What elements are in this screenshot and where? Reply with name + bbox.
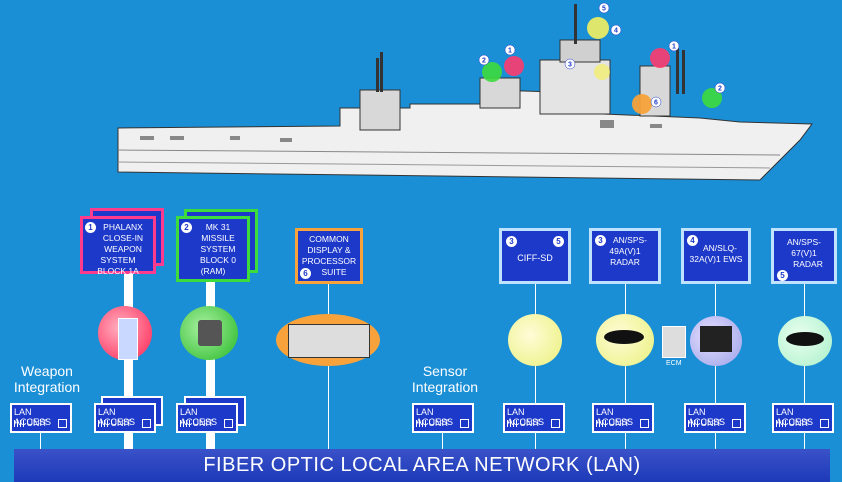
lan-access-unit: LAN ACCESS UNIT — [10, 403, 72, 433]
ciff-link — [535, 284, 536, 449]
lan-access-unit: LAN ACCESS UNIT — [503, 403, 565, 433]
weapon-integration-line-2: Integration — [13, 379, 81, 395]
phalanx-line-1: PHALANX — [103, 222, 143, 232]
slq32-box: 4 AN/SLQ- 32A(V)1 EWS — [681, 228, 751, 284]
mk31-system-box: 2 MK 31 MISSILE SYSTEM BLOCK 0 (RAM) — [176, 216, 250, 282]
display-link — [328, 284, 329, 449]
ecm-label: ECM — [666, 360, 682, 367]
ews-console-icon — [700, 326, 732, 352]
phalanx-line-3: WEAPON — [104, 244, 142, 254]
phalanx-lines: PHALANX CLOSE-IN WEAPON — [83, 222, 153, 255]
mk31-lines: MK 31 MISSILE SYSTEM BLOCK 0 — [179, 222, 247, 266]
phalanx-line-4: SYSTEM — [100, 255, 136, 265]
display-line-1: COMMON — [309, 234, 349, 244]
radar-antenna-icon-2 — [786, 332, 824, 346]
display-suite-box: COMMON DISPLAY & PROCESSOR SUITE 6 — [295, 228, 363, 284]
weapon-integration-line-1: Weapon — [21, 363, 73, 379]
sps49-box: 3 AN/SPS- 49A(V)1 RADAR — [589, 228, 661, 284]
display-line-3: PROCESSOR — [301, 256, 357, 266]
ecm-icon — [662, 326, 686, 358]
phalanx-link — [124, 274, 133, 449]
ciff-number-1: 3 — [506, 236, 517, 247]
sps49-line-1: AN/SPS- — [612, 235, 647, 245]
ciff-sd-box: 3 5 CIFF-SD — [499, 228, 571, 284]
ship-marker-2: 2 — [482, 58, 486, 65]
sps67-number: 5 — [777, 270, 788, 281]
mk31-launcher-icon — [198, 320, 222, 346]
mk31-line-2: MISSILE — [201, 233, 235, 243]
mk31-number: 2 — [181, 222, 192, 233]
sensor-integration-label: Sensor Integration — [400, 363, 490, 395]
phalanx-number: 1 — [85, 222, 96, 233]
display-line-4-row: SUITE — [298, 267, 360, 278]
slq32-number: 4 — [687, 235, 698, 246]
sensor-integration-line-1: Sensor — [422, 363, 468, 379]
lan-access-unit: LAN ACCESS UNIT — [592, 403, 654, 433]
phalanx-system-box: 1 PHALANX CLOSE-IN WEAPON SYSTEM BLOCK 1… — [80, 216, 156, 276]
slq32-link — [715, 284, 716, 449]
sps67-line-3: RADAR — [793, 259, 823, 269]
weapon-integration-label: Weapon Integration — [4, 363, 90, 395]
ship-marker-8: 2 — [718, 86, 722, 93]
display-line-2: DISPLAY & — [307, 245, 351, 255]
lan-access-unit: LAN ACCESS UNIT — [94, 403, 156, 433]
mk31-line-4: BLOCK 0 — [200, 255, 236, 265]
ship-marker-4: 4 — [614, 28, 618, 35]
sps67-line-1: AN/SPS- — [786, 237, 821, 247]
sps67-box: AN/SPS- 67(V)1 RADAR 5 — [771, 228, 837, 284]
sps67-line-2: 67(V)1 — [791, 248, 817, 258]
fiber-optic-lan-bar: FIBER OPTIC LOCAL AREA NETWORK (LAN) — [14, 449, 830, 482]
phalanx-line-2: CLOSE-IN — [102, 233, 144, 243]
mk31-line-1: MK 31 — [205, 222, 231, 232]
lan-drop — [40, 433, 41, 449]
ciff-ball — [508, 314, 562, 366]
lan-access-unit: LAN ACCESS UNIT — [772, 403, 834, 433]
slq32-line-1: AN/SLQ- — [702, 243, 737, 253]
lan-access-unit: LAN ACCESS UNIT — [176, 403, 238, 433]
mk31-line-3: SYSTEM — [200, 244, 236, 254]
ship-marker-5: 5 — [602, 6, 606, 13]
sps49-link — [625, 284, 626, 449]
phalanx-line-5: BLOCK 1A — [97, 266, 139, 276]
mk31-line-5: (RAM) — [200, 266, 226, 276]
lan-drop — [442, 433, 443, 449]
ship-marker-7: 1 — [672, 44, 676, 51]
sps49-line-2: 49A(V)1 — [609, 246, 641, 256]
sps49-line-3: RADAR — [610, 257, 640, 267]
sps67-link — [804, 284, 805, 449]
mk31-link — [206, 282, 215, 449]
slq32-line-2: 32A(V)1 EWS — [689, 254, 743, 264]
phalanx-gun-icon — [118, 318, 138, 360]
sensor-integration-line-2: Integration — [411, 379, 479, 395]
display-line-4: SUITE — [321, 267, 347, 277]
ship-marker-3: 3 — [568, 62, 572, 69]
ship-marker-ball — [587, 17, 609, 39]
radar-antenna-icon — [604, 330, 644, 344]
ship-marker-6: 6 — [654, 100, 658, 107]
console-icon — [288, 324, 370, 358]
ship-marker-1: 1 — [508, 48, 512, 55]
frigate-illustration: 1 2 3 4 5 6 1 2 — [117, 2, 813, 181]
lan-access-unit: LAN ACCESS UNIT — [412, 403, 474, 433]
ciff-label: CIFF-SD — [517, 253, 553, 263]
display-number: 6 — [300, 268, 311, 279]
lan-access-unit: LAN ACCESS UNIT — [684, 403, 746, 433]
ciff-number-2: 5 — [553, 236, 564, 247]
sps49-number: 3 — [595, 235, 606, 246]
